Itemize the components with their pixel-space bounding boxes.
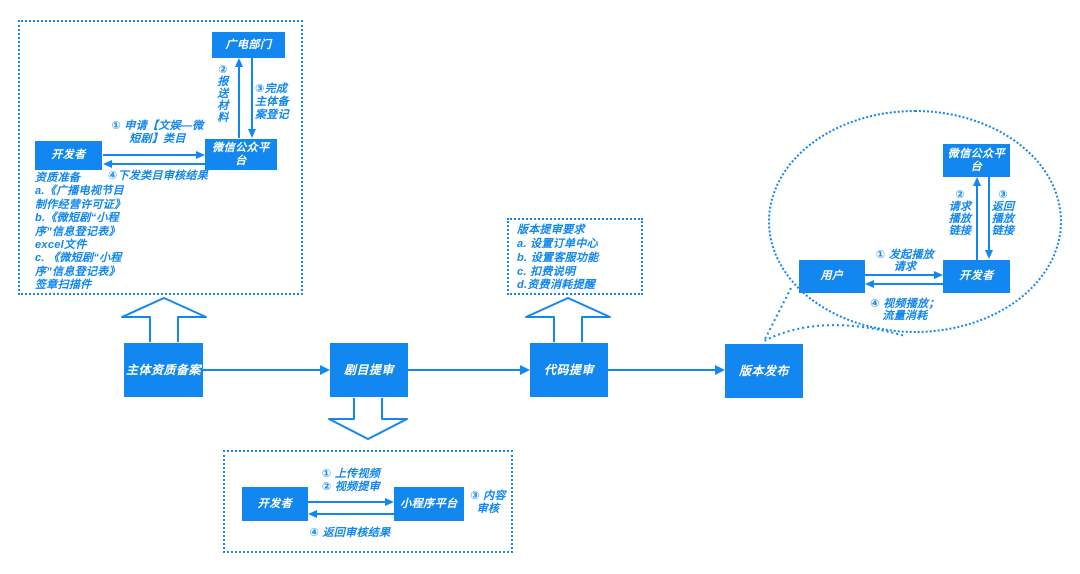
arrow-down-icon — [248, 129, 256, 138]
arrow-left-icon — [865, 280, 874, 288]
version-requirements-title: 版本提审要求 — [517, 224, 585, 236]
return-link-label: ③ 返回 播放 链接 — [991, 189, 1015, 237]
arrow-right-icon — [196, 151, 205, 159]
apply-category-label: ① 申请【文娱—微 短剧】类目 — [111, 120, 204, 145]
review-developer-box: 开发者 — [242, 487, 308, 521]
arrow-left-icon — [103, 160, 112, 168]
apply-category-line — [103, 154, 196, 156]
arrow-right-icon — [715, 365, 725, 375]
submit-materials-label: ② 报 送 材 料 — [217, 64, 229, 124]
flow-connector-3 — [603, 369, 715, 371]
complete-registration-label: ③完成 主体备 案登记 — [255, 83, 289, 121]
bubble-wechat-platform-box: 微信公众平 台 — [943, 144, 1010, 177]
request-link-line — [976, 186, 978, 260]
request-link-label: ② 请求 播放 链接 — [948, 189, 972, 237]
flow-step-code-review: 代码提审 — [530, 343, 608, 397]
video-play-line — [874, 283, 943, 285]
broadcast-dept-box: 广电部门 — [212, 32, 285, 58]
mini-program-platform-box: 小程序平台 — [394, 487, 464, 521]
user-box: 用户 — [799, 260, 865, 293]
flow-connector-2 — [408, 369, 520, 371]
block-arrow-down-icon — [327, 398, 409, 441]
wechat-platform-box: 微信公众平 台 — [205, 139, 277, 170]
version-requirements-panel — [507, 218, 643, 295]
upload-video-line — [308, 501, 385, 503]
arrow-left-icon — [308, 510, 317, 518]
category-result-line — [112, 163, 205, 165]
flow-connector-1 — [203, 369, 320, 371]
complete-registration-line — [251, 58, 253, 129]
category-result-label: ④下发类目审核结果 — [108, 170, 209, 182]
bubble-tail — [745, 280, 920, 350]
content-review-panel — [223, 450, 513, 553]
review-result-label: ④ 返回审核结果 — [309, 527, 391, 539]
arrow-right-icon — [320, 365, 330, 375]
arrow-right-icon — [520, 365, 530, 375]
flow-step-subject-filing: 主体资质备案 — [124, 343, 203, 397]
submit-materials-line — [238, 67, 240, 138]
block-arrow-up-icon — [523, 296, 613, 342]
block-arrow-up-icon — [119, 296, 209, 342]
qualification-notes: 资质准备 a.《广播电视节目 制作经营许可证》 b.《微短剧“小程 序”信息登记… — [35, 172, 126, 292]
arrow-down-icon — [985, 250, 993, 259]
qualification-panel — [18, 20, 303, 295]
playback-bubble — [768, 110, 1062, 333]
video-play-label: ④ 视频播放； 流量消耗 — [870, 298, 940, 322]
content-review-label: ③ 内容 审核 — [470, 490, 506, 515]
play-request-line — [865, 274, 934, 276]
return-link-line — [988, 177, 990, 250]
arrow-right-icon — [934, 271, 943, 279]
flow-step-drama-review: 剧目提审 — [330, 343, 408, 397]
arrow-up-icon — [973, 177, 981, 186]
arrow-right-icon — [385, 498, 394, 506]
play-request-label: ① 发起播放 请求 — [875, 249, 935, 273]
upload-video-label: ① 上传视频 ② 视频提审 — [321, 468, 381, 493]
flow-step-version-release: 版本发布 — [725, 344, 803, 398]
review-result-line — [317, 513, 394, 515]
arrow-up-icon — [235, 58, 243, 67]
version-requirements-items: a. 设置订单中心 b. 设置客服功能 c. 扣费说明 d.资费消耗提醒 — [517, 238, 599, 292]
developer-box: 开发者 — [35, 141, 102, 170]
bubble-developer-box: 开发者 — [943, 260, 1010, 293]
